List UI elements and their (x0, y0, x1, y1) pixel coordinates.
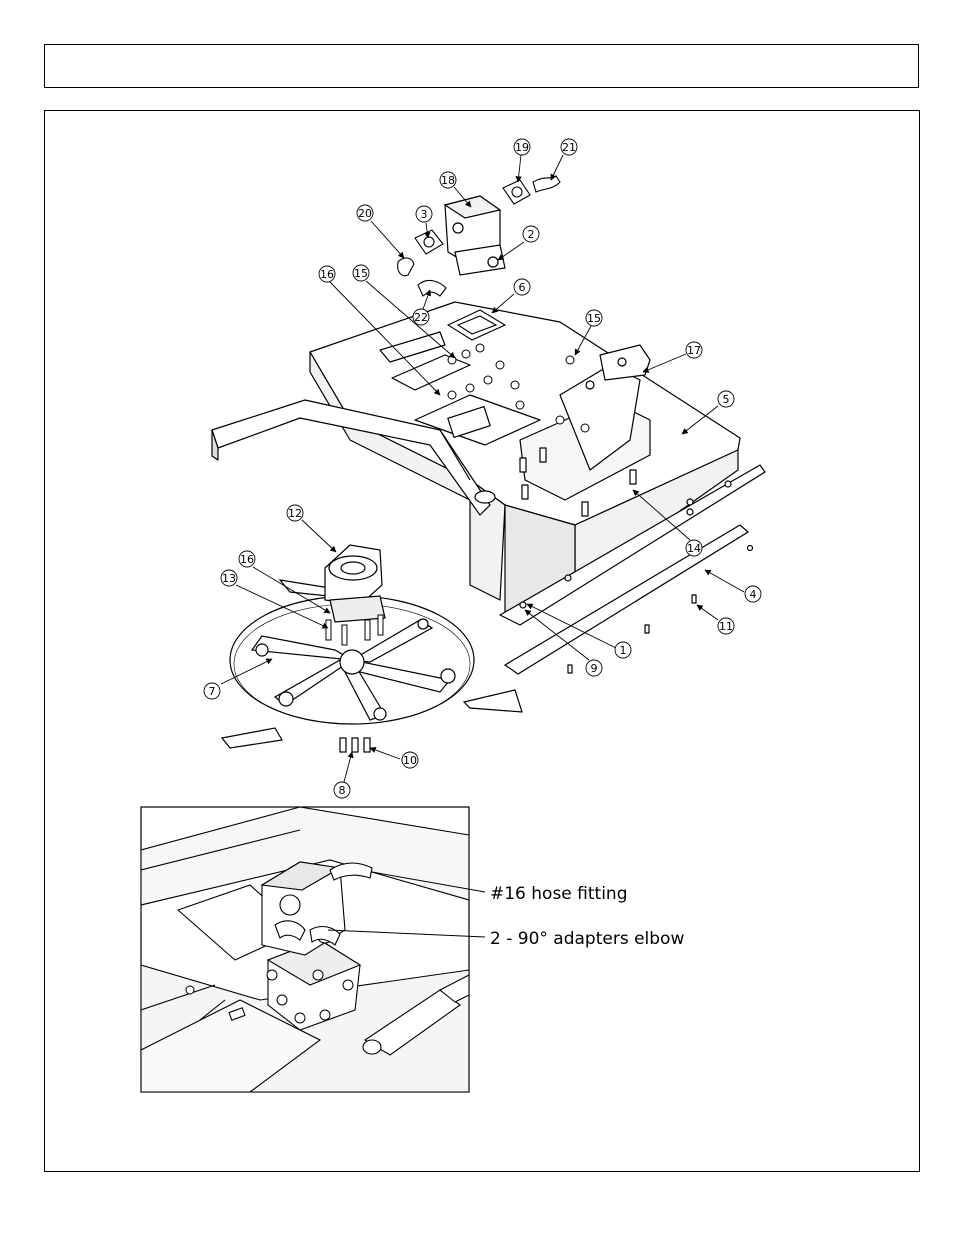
callout-c11: 11 (717, 617, 735, 635)
callout-c10: 10 (401, 751, 419, 769)
callout-label: 1 (620, 644, 627, 657)
callout-label: 14 (687, 542, 701, 555)
callout-label: 6 (519, 281, 526, 294)
callout-c15a: 15 (352, 264, 370, 282)
callout-circle (585, 659, 603, 677)
callout-label: 19 (515, 141, 529, 154)
side-strap (503, 524, 750, 675)
callout-c21: 21 (560, 138, 578, 156)
callout-circle (415, 205, 433, 223)
header-box (44, 44, 919, 88)
callout-circle (522, 225, 540, 243)
callout-circle (585, 309, 603, 327)
callout-circle (685, 539, 703, 557)
callout-label: 18 (441, 174, 455, 187)
callout-c18: 18 (439, 171, 457, 189)
callout-label: 7 (209, 685, 216, 698)
callout-label: 16 (320, 268, 334, 281)
callout-label: 15 (354, 267, 368, 280)
callout-circle (439, 171, 457, 189)
callout-label: 3 (421, 208, 428, 221)
gearbox (324, 544, 386, 646)
callout-circle (352, 264, 370, 282)
hose-fitting-label: #16 hose fitting (490, 884, 628, 904)
callout-label: 20 (358, 207, 372, 220)
callout-circle (717, 617, 735, 635)
hydraulic-motor (443, 195, 506, 276)
callout-c7: 7 (203, 682, 221, 700)
callout-label: 4 (750, 588, 757, 601)
callout-c1: 1 (614, 641, 632, 659)
callout-label: 17 (687, 344, 701, 357)
callout-label: 22 (414, 311, 428, 324)
callout-circle (744, 585, 762, 603)
callout-circle (401, 751, 419, 769)
callout-circle (560, 138, 578, 156)
mower-deck (211, 301, 766, 674)
callout-c2: 2 (522, 225, 540, 243)
callout-circle (203, 682, 221, 700)
callout-circle (717, 390, 735, 408)
callout-c16a: 16 (318, 265, 336, 283)
callout-label: 16 (240, 553, 254, 566)
detail-inset: #16 hose fitting 2 - 90° adapters elbow (140, 806, 684, 1093)
callout-label: 12 (288, 507, 302, 520)
callout-label: 10 (403, 754, 417, 767)
leader-lines (220, 154, 745, 783)
callout-circle (412, 308, 430, 326)
callout-circle (356, 204, 374, 222)
callout-c14: 14 (685, 539, 703, 557)
motor-fittings (397, 175, 561, 341)
callout-c17: 17 (685, 341, 703, 359)
adapters-elbow-leader (327, 929, 486, 938)
callout-c4: 4 (744, 585, 762, 603)
callout-circle (513, 138, 531, 156)
callout-circle (685, 341, 703, 359)
callout-circle (513, 278, 531, 296)
callout-c16b: 16 (238, 550, 256, 568)
callout-circle (614, 641, 632, 659)
callout-label: 8 (339, 784, 346, 797)
callout-c12: 12 (286, 504, 304, 522)
callout-c19: 19 (513, 138, 531, 156)
blade-carrier (220, 579, 523, 753)
adapters-elbow-label: 2 - 90° adapters elbow (490, 929, 684, 949)
callout-c15b: 15 (585, 309, 603, 327)
callout-c3: 3 (415, 205, 433, 223)
callout-circle (286, 504, 304, 522)
callout-circle (238, 550, 256, 568)
callout-circle (333, 781, 351, 799)
callout-label: 11 (719, 620, 733, 633)
callout-c5: 5 (717, 390, 735, 408)
callout-c8: 8 (333, 781, 351, 799)
callout-label: 21 (562, 141, 576, 154)
callout-c9: 9 (585, 659, 603, 677)
callout-c20: 20 (356, 204, 374, 222)
callout-label: 13 (222, 572, 236, 585)
callout-circle (220, 569, 238, 587)
callout-c6: 6 (513, 278, 531, 296)
diagram-frame (44, 110, 920, 1172)
callout-label: 2 (528, 228, 535, 241)
callout-c22: 22 (412, 308, 430, 326)
callout-c13: 13 (220, 569, 238, 587)
hose-fitting-leader (371, 871, 486, 893)
callout-label: 15 (587, 312, 601, 325)
callout-label: 5 (723, 393, 730, 406)
callout-circle (318, 265, 336, 283)
callout-label: 9 (591, 662, 598, 675)
